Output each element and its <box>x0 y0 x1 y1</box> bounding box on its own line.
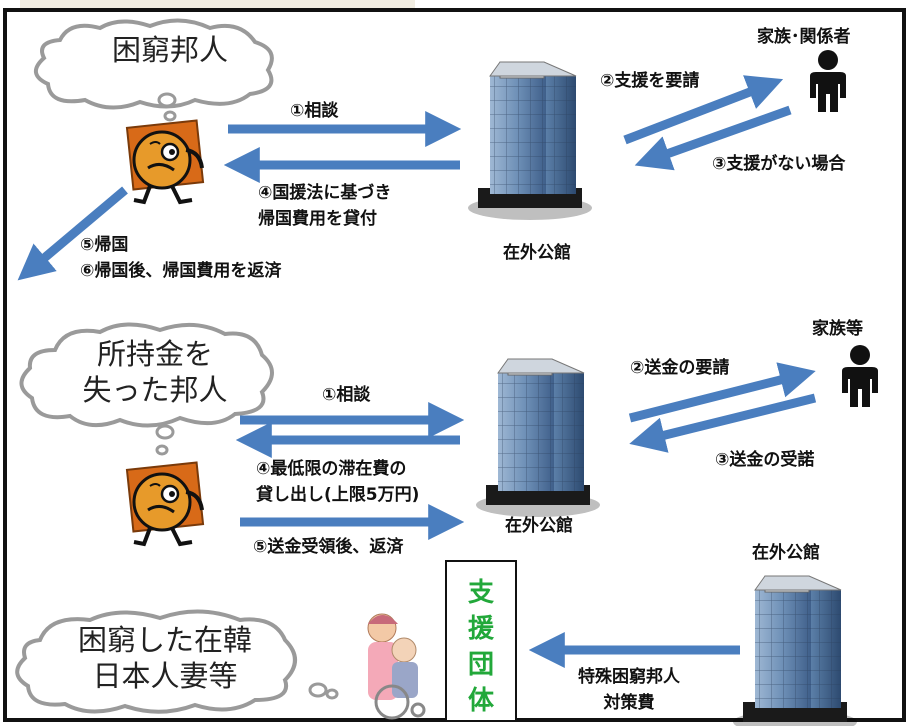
cloud-3 <box>15 609 339 714</box>
label-return-line: ⑥帰国後、帰国費用を返済 <box>80 261 282 281</box>
embassy-building-icon-1 <box>467 61 593 221</box>
label-fund-3: 特殊困窮邦人 対策費 <box>578 664 680 716</box>
distressed-person-icon-1 <box>124 118 206 204</box>
support-organization-box: 支 援 団 体 <box>445 560 517 722</box>
family-person-icon-2 <box>842 345 878 407</box>
top-tab-strip <box>20 0 415 10</box>
cloud-text-2: 所持金を 失った邦人 <box>40 336 270 408</box>
label-embassy-1: 在外公館 <box>503 243 571 263</box>
support-char: 支 <box>467 578 494 608</box>
support-char: 団 <box>467 650 494 680</box>
arrow-request-2 <box>628 362 816 423</box>
cloud-1 <box>33 18 274 122</box>
label-return-line: ⑤帰国 <box>80 235 129 255</box>
cloud-text-1: 困窮邦人 <box>70 32 270 68</box>
label-loan-line: 貸し出し(上限5万円) <box>256 485 420 505</box>
cloud-2 <box>19 322 274 456</box>
label-fund-line: 特殊困窮邦人 <box>578 667 680 687</box>
cloud-line: 失った邦人 <box>82 373 228 407</box>
label-return-1: ⑤帰国 ⑥帰国後、帰国費用を返済 <box>80 232 281 284</box>
label-family-1: 家族･関係者 <box>757 27 851 47</box>
arrow-no-support-1 <box>634 105 792 171</box>
label-consult-1: ①相談 <box>290 101 339 121</box>
cloud-line: 日本人妻等 <box>92 659 238 693</box>
elderly-care-illustration <box>367 613 426 720</box>
label-loan-line: ④最低限の滞在費の <box>256 459 407 479</box>
label-fund-line: 対策費 <box>603 693 655 713</box>
embassy-building-icon-3 <box>732 575 858 726</box>
arrow-request-1 <box>623 75 784 145</box>
arrow-accept-2 <box>629 393 817 453</box>
label-loan-line: ④国援法に基づき <box>258 183 392 203</box>
label-request-1: ②支援を要請 <box>600 71 700 91</box>
label-loan-line: 帰国費用を貸付 <box>258 209 377 229</box>
label-repay-2: ⑤送金受領後、返済 <box>253 537 404 557</box>
family-person-icon-1 <box>810 50 846 112</box>
label-embassy-3: 在外公館 <box>752 543 820 563</box>
distressed-person-icon-2 <box>124 460 206 546</box>
label-loan-1: ④国援法に基づき 帰国費用を貸付 <box>258 180 391 232</box>
arrow-return-1 <box>17 186 128 281</box>
label-family-2: 家族等 <box>812 319 863 339</box>
cloud-text-3: 困窮した在韓 日本人妻等 <box>30 622 300 694</box>
label-embassy-2: 在外公館 <box>505 516 573 536</box>
label-loan-2: ④最低限の滞在費の 貸し出し(上限5万円) <box>256 456 419 508</box>
thought-cloud-2 <box>19 322 274 428</box>
cloud-line: 困窮した在韓 <box>77 623 252 657</box>
label-request-2: ②送金の要請 <box>630 358 730 378</box>
cloud-line: 所持金を <box>96 337 213 371</box>
label-no-support-1: ③支援がない場合 <box>712 154 846 174</box>
support-char: 体 <box>467 686 494 716</box>
label-accept-2: ③送金の受諾 <box>715 450 815 470</box>
cloud-line: 困窮邦人 <box>111 33 228 67</box>
embassy-building-icon-2 <box>475 358 601 518</box>
support-char: 援 <box>467 614 494 644</box>
thought-cloud-3 <box>15 609 297 714</box>
label-consult-2: ①相談 <box>322 385 371 405</box>
